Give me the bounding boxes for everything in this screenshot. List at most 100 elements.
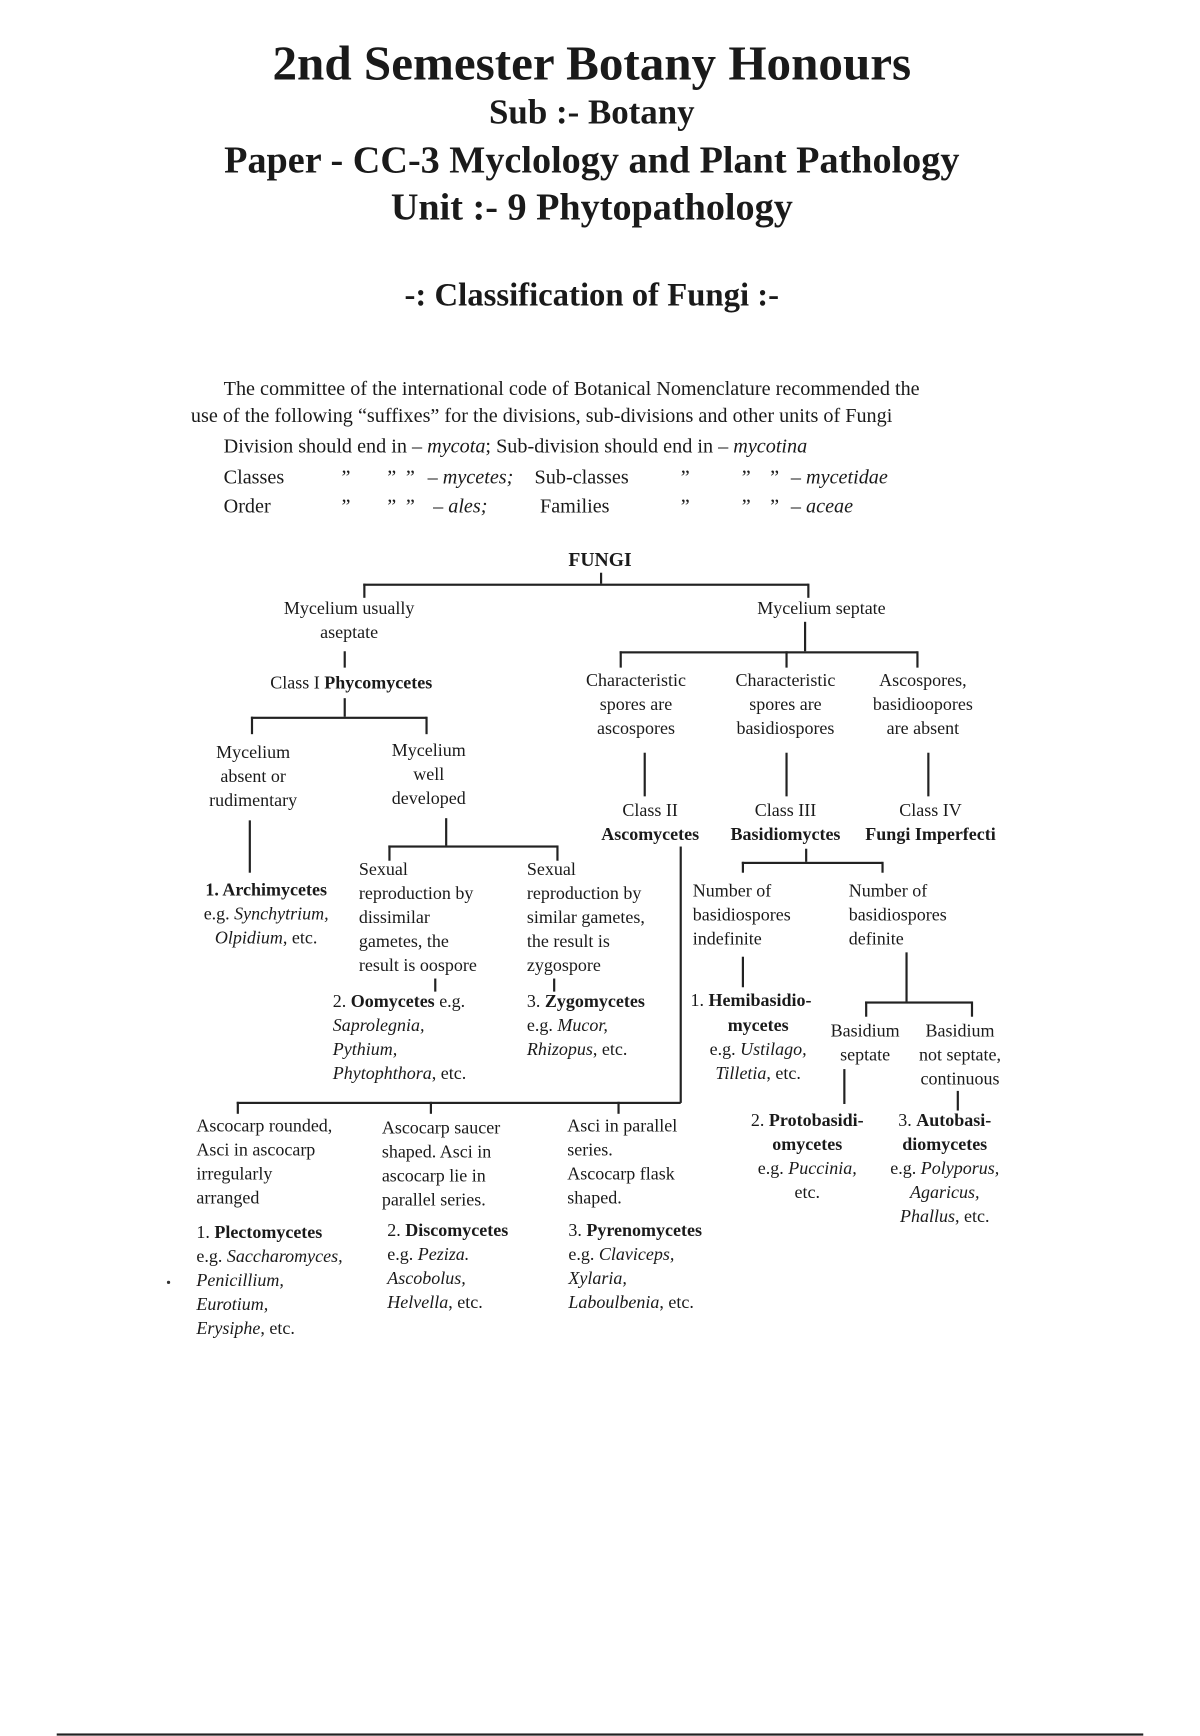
- connector: [679, 846, 682, 1103]
- text-line: Basidium: [831, 1019, 900, 1043]
- suffix: – ales;: [433, 496, 488, 519]
- text-segment: Erysiphe: [196, 1317, 261, 1339]
- text-line: 3. Autobasi-: [890, 1108, 999, 1132]
- text-segment: FUNGI: [568, 548, 632, 571]
- text-line: Fungi Imperfecti: [865, 823, 995, 847]
- text-segment: parallel series.: [381, 1189, 486, 1210]
- text-line: absent or: [209, 765, 297, 789]
- text-line: Agaricus,: [890, 1180, 999, 1204]
- node-mycelium-septate: Mycelium septate: [757, 597, 885, 621]
- text-line: e.g. Polyporus,: [890, 1156, 999, 1180]
- text-segment: reproduction by: [358, 882, 474, 904]
- connector: [970, 1001, 973, 1017]
- text-segment: ascospores: [596, 717, 675, 739]
- text-segment: Laboulbenia: [568, 1291, 660, 1313]
- text-segment: shaped.: [567, 1186, 622, 1208]
- text-segment: developed: [391, 787, 466, 809]
- text-segment: absent or: [220, 765, 286, 787]
- text-segment: Saprolegnia,: [332, 1014, 425, 1036]
- text-segment: Peziza.: [417, 1243, 470, 1265]
- text-line: Class I Phycomycetes: [270, 671, 432, 695]
- text-segment: 3.: [568, 1219, 587, 1241]
- text-line: basidiospores: [693, 903, 791, 927]
- ditto: ”: [405, 496, 415, 519]
- text-line: FUNGI: [568, 548, 631, 572]
- text-segment: Class III: [754, 799, 817, 821]
- connector: [248, 820, 251, 873]
- text-line: continuous: [919, 1067, 1001, 1091]
- text-line: shaped.: [567, 1186, 677, 1210]
- text-segment: rudimentary: [209, 789, 298, 811]
- text-segment: Discomycetes: [405, 1219, 509, 1241]
- text-segment: Basidium: [925, 1019, 995, 1041]
- connector: [425, 716, 428, 735]
- label: Sub-classes: [534, 466, 629, 489]
- text-line: gametes, the: [359, 929, 477, 953]
- text-segment: Zygomycetes: [544, 990, 645, 1012]
- text-segment: Ascocarp rounded,: [196, 1114, 333, 1136]
- text-segment: Fungi Imperfecti: [865, 823, 996, 845]
- text-line: Sexual: [359, 857, 477, 881]
- suffix: – aceae: [790, 496, 854, 519]
- connector: [434, 978, 436, 992]
- text-line: e.g. Synchytrium,: [204, 902, 329, 926]
- text-line: not septate,: [919, 1043, 1001, 1067]
- text-segment: ascocarp lie in: [381, 1165, 486, 1186]
- text-segment: Pyrenomycetes: [586, 1219, 702, 1241]
- connector: [553, 978, 555, 992]
- text-line: Phytophthora, etc.: [333, 1061, 466, 1085]
- label: Order: [223, 496, 271, 519]
- text-segment: 3.: [526, 990, 545, 1012]
- connector: [741, 861, 744, 873]
- text-segment: Phallus: [899, 1205, 955, 1227]
- document-page: 2nd Semester Botany Honours Sub :- Botan…: [56, 36, 1144, 1736]
- stray-dot: [166, 1280, 171, 1284]
- connector: [343, 698, 346, 717]
- connector: [617, 1101, 620, 1114]
- text-segment: irregularly: [196, 1162, 273, 1184]
- text-line: parallel series.: [382, 1188, 500, 1212]
- text-segment: Phycomycetes: [324, 671, 433, 693]
- text-line: Ascocarp saucer: [382, 1116, 500, 1140]
- text-segment: e.g.: [203, 903, 235, 924]
- text-segment: Oomycetes: [350, 990, 435, 1012]
- text-segment: Polyporus,: [920, 1157, 1000, 1179]
- connector: [905, 952, 908, 1002]
- text-segment: Basidium: [830, 1019, 900, 1041]
- text-segment: Characteristic: [586, 669, 686, 691]
- text-line: Tilletia, etc.: [710, 1061, 807, 1085]
- node-hemibasidiomycetes: 1. Hemibasidio-: [691, 988, 812, 1012]
- text-line: irregularly: [196, 1162, 332, 1186]
- text-line: 2. Oomycetes e.g.: [333, 989, 466, 1013]
- text-line: etc.: [751, 1180, 864, 1204]
- text-segment: 1.: [196, 1221, 215, 1243]
- connector: [343, 651, 346, 668]
- text-line: Pythium,: [333, 1037, 466, 1061]
- text-line: well: [392, 763, 466, 787]
- text-segment: e.g.: [890, 1157, 921, 1179]
- text-segment: etc.: [794, 1181, 821, 1203]
- text-segment: e.g.: [387, 1243, 418, 1265]
- text-line: Eurotium,: [196, 1293, 342, 1317]
- intro-line-2: use of the following “suffixes” for the …: [190, 405, 893, 428]
- text-line: 3. Pyrenomycetes: [568, 1219, 702, 1243]
- connector: [803, 621, 806, 652]
- text-segment: diomycetes: [902, 1133, 988, 1155]
- connector: [556, 845, 559, 861]
- text-line: Helvella, etc.: [387, 1291, 508, 1315]
- text-segment: e.g.: [709, 1038, 741, 1060]
- text-line: reproduction by: [359, 881, 477, 905]
- text-segment: Ascomycetes: [601, 823, 700, 845]
- connector: [865, 1001, 972, 1004]
- text-segment: Mucor,: [557, 1014, 608, 1036]
- text-segment: 1.: [690, 989, 709, 1011]
- text-line: diomycetes: [890, 1132, 999, 1156]
- connector: [250, 716, 253, 735]
